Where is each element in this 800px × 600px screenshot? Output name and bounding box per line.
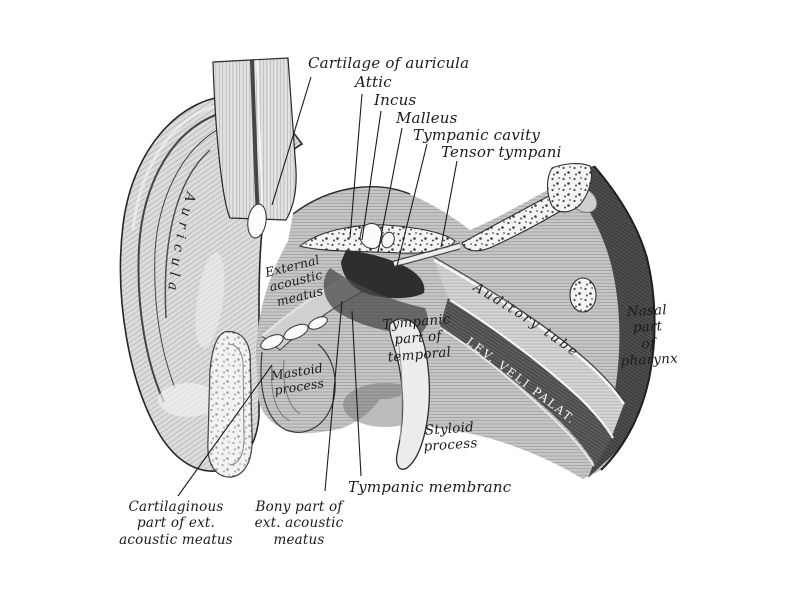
leader-line-tympanic-membrane (351, 310, 362, 477)
auditory-tube-shape (433, 256, 625, 436)
label-cartilaginous-part: Cartilaginous part of ext. acoustic meat… (119, 499, 233, 548)
leader-line-malleus (377, 127, 403, 253)
leader-lines (177, 76, 458, 497)
styloid-shape (389, 318, 431, 470)
leader-line-tympanic-cavity (396, 143, 428, 267)
middle-ear-shapes (323, 223, 461, 334)
scalp-strip-shape (212, 57, 297, 239)
leader-line-cartilage-of-auricula (271, 76, 312, 206)
label-bony-part: Bony part of ext. acoustic meatus (254, 499, 344, 548)
label-nasal-part-of-pharynx: Nasal part of pharynx (620, 301, 679, 370)
levator-band-shape (439, 298, 614, 467)
label-tympanic-membrane: Tympanic membranc (348, 478, 512, 496)
label-incus: Incus (374, 91, 417, 109)
mastoid-shape (260, 343, 336, 433)
leader-line-bony-part (324, 300, 343, 492)
leader-line-incus (361, 110, 382, 241)
label-malleus: Malleus (396, 109, 458, 127)
leader-line-cartilaginous-part (177, 364, 273, 497)
leader-line-tensor-tympani (440, 160, 458, 248)
leader-line-attic (349, 93, 363, 239)
label-styloid-process: Styloid process (423, 419, 479, 456)
label-tympanic-cavity: Tympanic cavity (413, 126, 540, 144)
label-attic: Attic (355, 73, 392, 91)
label-tensor-tympani: Tensor tympani (441, 143, 562, 161)
label-cartilage-of-auricula: Cartilage of auricula (308, 54, 470, 72)
label-tympanic-part-of-temporal: Tympanic part of temporal (381, 311, 452, 366)
